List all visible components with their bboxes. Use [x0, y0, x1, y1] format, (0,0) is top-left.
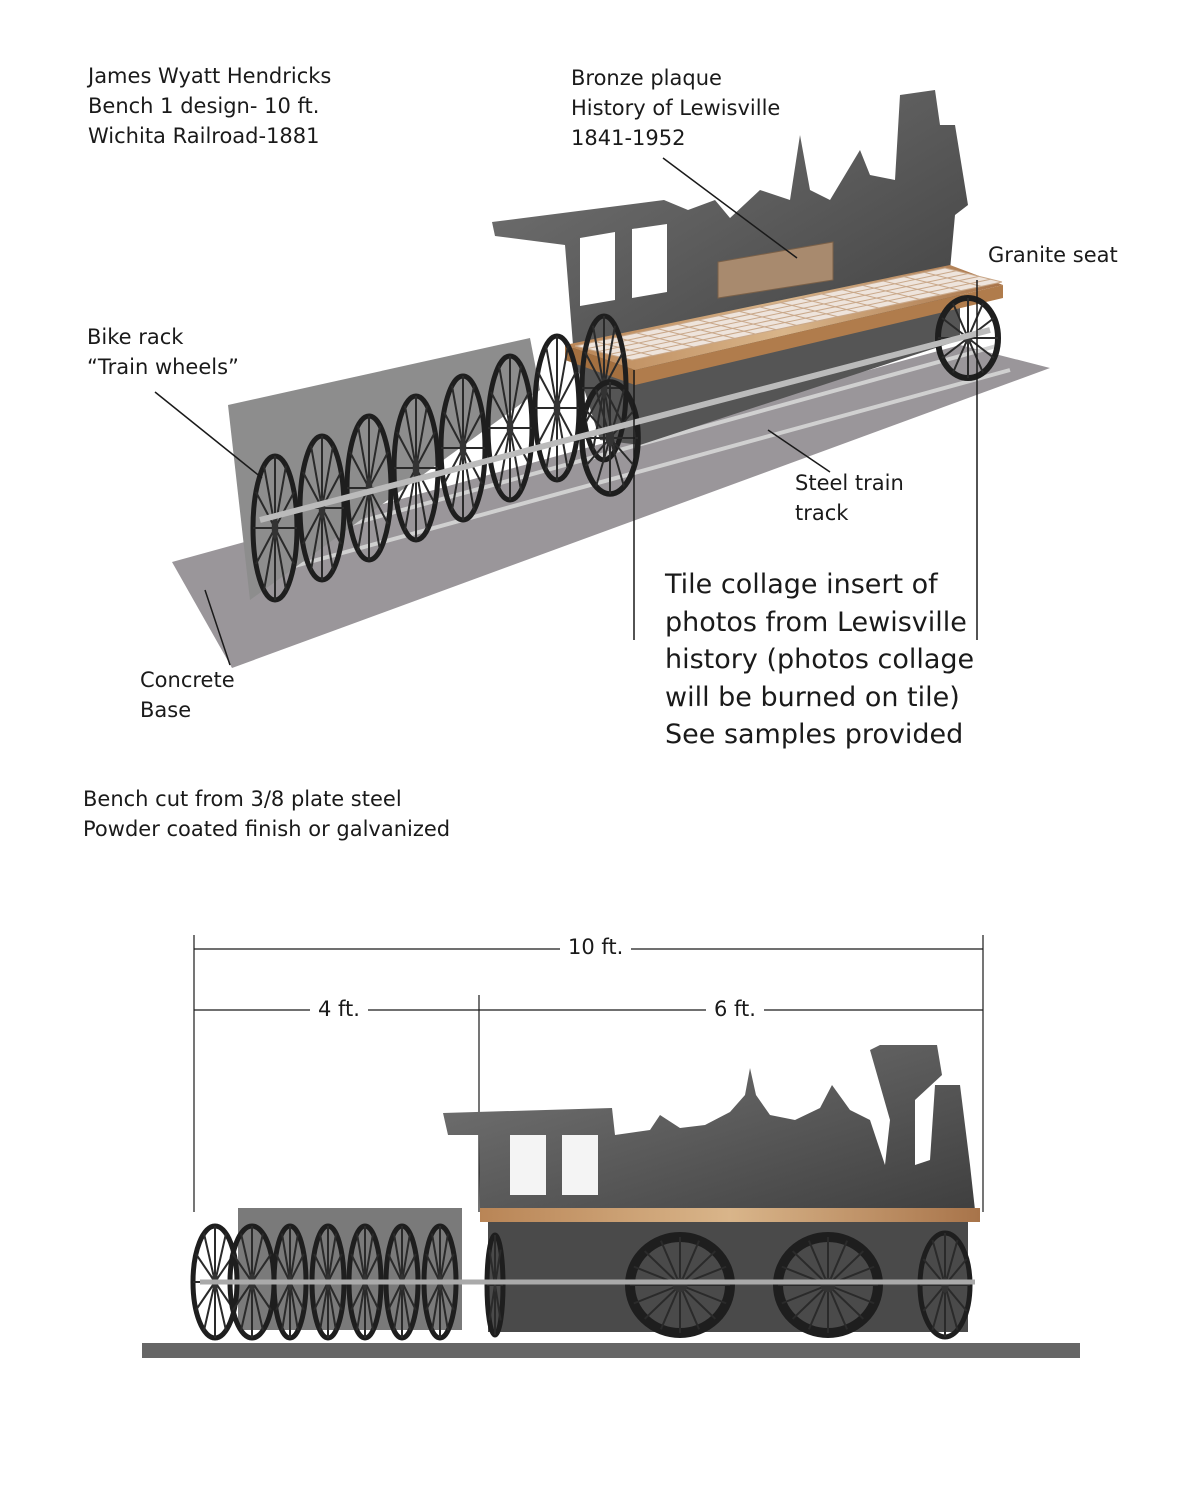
label-concrete-base: Concrete Base	[140, 665, 235, 725]
wheel	[484, 1232, 506, 1338]
project-title: James Wyatt Hendricks Bench 1 design- 10…	[88, 61, 331, 151]
concrete-base	[172, 345, 1050, 668]
axle	[259, 327, 991, 523]
base-line: Concrete	[140, 668, 235, 692]
wheel	[532, 333, 582, 483]
material-line: Powder coated finish or galvanized	[83, 817, 451, 841]
material-line: Bench cut from 3/8 plate steel	[83, 787, 402, 811]
design-name: Bench 1 design- 10 ft.	[88, 94, 320, 118]
plaque-line: History of Lewisville	[571, 96, 781, 120]
cab-window-2	[632, 224, 667, 298]
label-bronze-plaque: Bronze plaque History of Lewisville 1841…	[571, 63, 780, 153]
designer-name: James Wyatt Hendricks	[88, 64, 332, 88]
label-granite-seat: Granite seat	[988, 243, 1118, 267]
bike-rack-line: “Train wheels”	[87, 355, 239, 379]
side-concrete-base	[142, 1343, 1080, 1358]
wheel	[579, 379, 641, 497]
leader-lines	[154, 157, 978, 666]
wheel	[391, 393, 441, 543]
bronze-plaque	[717, 241, 834, 299]
side-cab-window-1	[510, 1135, 546, 1195]
plaque-line: Bronze plaque	[571, 66, 722, 90]
wheel	[917, 1230, 973, 1340]
theme: Wichita Railroad-1881	[88, 124, 320, 148]
dimension-right: 6 ft.	[706, 997, 764, 1021]
wheel	[250, 453, 300, 603]
tile-line: photos from Lewisville	[665, 606, 967, 638]
bike-rack-line: Bike rack	[87, 325, 184, 349]
tile-line: will be burned on tile)	[665, 681, 960, 713]
wheel	[438, 373, 488, 523]
plaque-line: 1841-1952	[571, 126, 686, 150]
tile-line: Tile collage insert of	[665, 569, 938, 600]
base-line: Base	[140, 698, 192, 722]
wheel	[485, 353, 535, 503]
track-line: track	[795, 501, 849, 525]
granite-seat-front	[635, 285, 1003, 385]
side-cab-window-2	[562, 1135, 598, 1195]
label-steel-track: Steel train track	[795, 468, 904, 528]
tile-line: See samples provided	[665, 719, 964, 750]
wheel	[625, 1232, 735, 1338]
cab-window-1	[580, 232, 615, 306]
dimension-left: 4 ft.	[310, 997, 368, 1021]
label-bike-rack: Bike rack “Train wheels”	[87, 322, 239, 382]
dimension-total: 10 ft.	[560, 935, 632, 959]
track-line: Steel train	[795, 471, 904, 495]
label-tile-collage: Tile collage insert of photos from Lewis…	[665, 566, 974, 754]
tile-line: history (photos collage	[665, 644, 975, 675]
wheel	[773, 1232, 883, 1338]
label-material: Bench cut from 3/8 plate steel Powder co…	[83, 784, 450, 844]
side-granite-seat	[480, 1208, 980, 1222]
